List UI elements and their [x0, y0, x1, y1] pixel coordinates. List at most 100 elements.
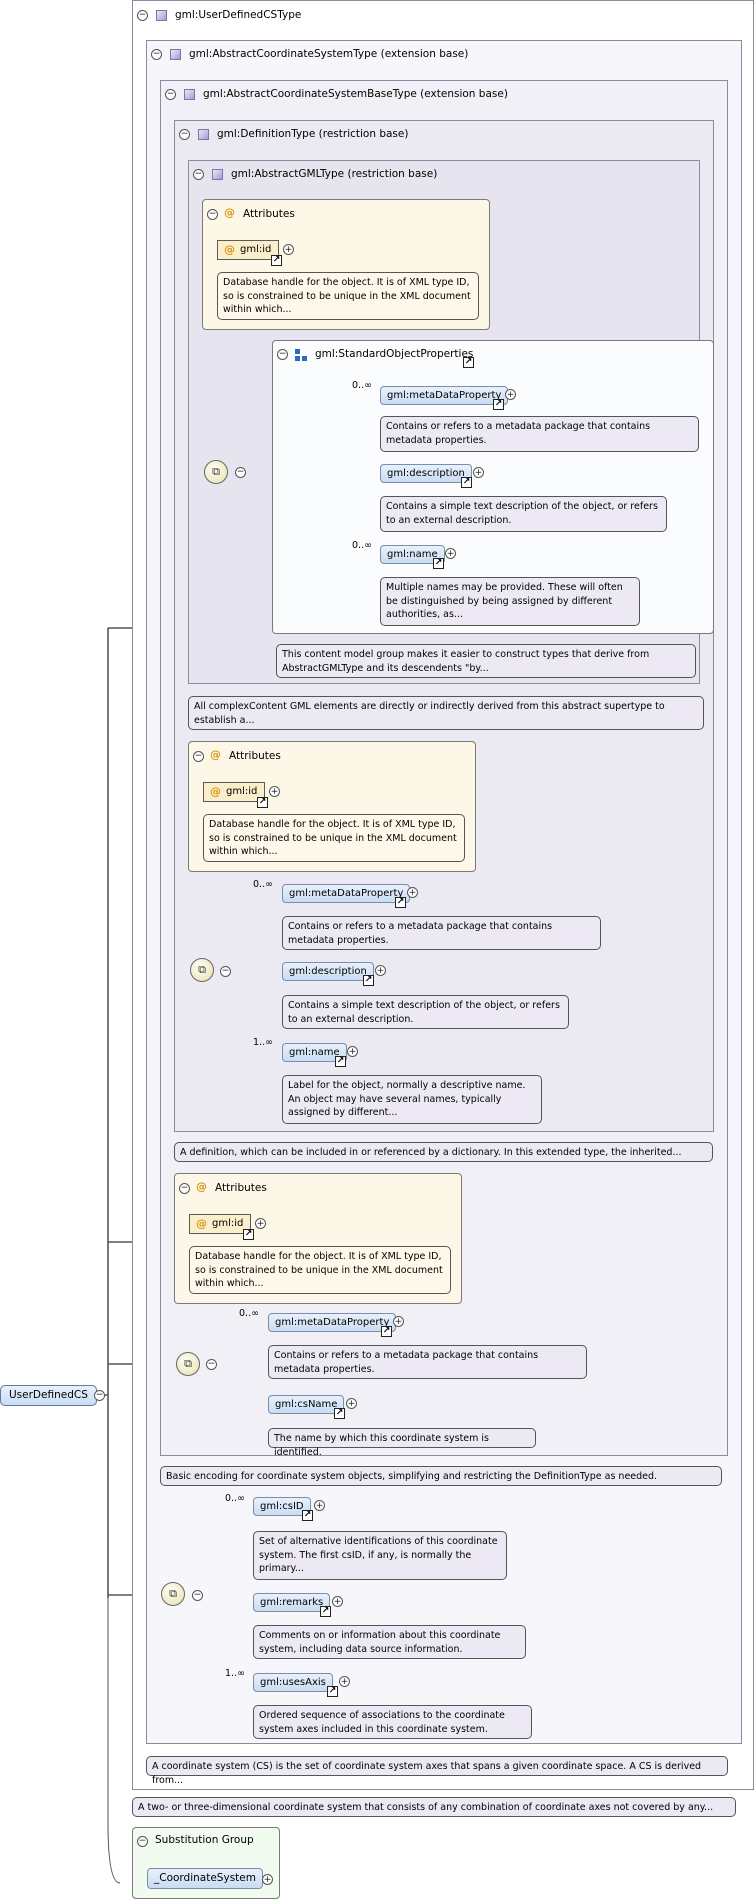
- collapse-icon[interactable]: −: [192, 1590, 203, 1601]
- element-cs-name[interactable]: gml:csName: [268, 1395, 345, 1414]
- element-description[interactable]: gml:description: [380, 464, 472, 483]
- expand-icon[interactable]: +: [339, 1676, 350, 1687]
- attribute-name: gml:id: [226, 786, 258, 797]
- annotation-metadata-property: Contains or refers to a metadata package…: [282, 916, 601, 950]
- annotation-cs-id: Set of alternative identifications of th…: [253, 1531, 507, 1580]
- collapse-icon[interactable]: −: [277, 349, 288, 360]
- element-uses-axis[interactable]: gml:usesAxis: [253, 1673, 333, 1692]
- collapse-icon[interactable]: −: [207, 209, 218, 220]
- type-title: gml:DefinitionType (restriction base): [217, 128, 409, 140]
- element-metadata-property[interactable]: gml:metaDataProperty: [282, 884, 411, 903]
- collapse-icon[interactable]: −: [206, 1359, 217, 1370]
- reference-arrow-icon[interactable]: ↗: [320, 1606, 331, 1617]
- cardinality-label: 0..∞: [352, 540, 372, 551]
- element-metadata-property[interactable]: gml:metaDataProperty: [380, 386, 509, 405]
- annotation-gml-id: Database handle for the object. It is of…: [203, 814, 465, 862]
- annotation-description: Contains a simple text description of th…: [380, 496, 667, 532]
- attribute-icon: @: [196, 1217, 207, 1230]
- complex-type-icon: [156, 10, 167, 21]
- cardinality-label: 0..∞: [225, 1493, 245, 1504]
- reference-arrow-icon[interactable]: ↗: [463, 357, 474, 368]
- collapse-icon[interactable]: −: [94, 1390, 105, 1401]
- reference-arrow-icon[interactable]: ↗: [334, 1408, 345, 1419]
- annotation-description: Contains a simple text description of th…: [282, 995, 569, 1029]
- expand-icon[interactable]: +: [375, 965, 386, 976]
- collapse-icon[interactable]: −: [193, 751, 204, 762]
- group-icon: [295, 349, 307, 361]
- attributes-box-abstract-gml: − @ Attributes @ gml:id ↗ + Database han…: [202, 199, 490, 330]
- annotation-abstract-gml: All complexContent GML elements are dire…: [188, 696, 704, 730]
- type-title: gml:AbstractCoordinateSystemBaseType (ex…: [203, 88, 508, 100]
- collapse-icon[interactable]: −: [165, 89, 176, 100]
- collapse-icon[interactable]: −: [193, 169, 204, 180]
- expand-icon[interactable]: +: [473, 467, 484, 478]
- attributes-title: Attributes: [243, 208, 295, 220]
- collapse-icon[interactable]: −: [179, 1183, 190, 1194]
- expand-icon[interactable]: +: [255, 1218, 266, 1229]
- collapse-icon[interactable]: −: [137, 10, 148, 21]
- cardinality-label: 1..∞: [225, 1668, 245, 1679]
- reference-arrow-icon[interactable]: ↗: [461, 477, 472, 488]
- annotation-user-defined: A two- or three-dimensional coordinate s…: [132, 1797, 736, 1817]
- attribute-icon: @: [210, 785, 221, 798]
- expand-icon[interactable]: +: [283, 244, 294, 255]
- substitution-group-box: − Substitution Group _CoordinateSystem +: [132, 1827, 280, 1899]
- annotation-metadata-property: Contains or refers to a metadata package…: [268, 1345, 587, 1379]
- expand-icon[interactable]: +: [262, 1874, 273, 1885]
- reference-arrow-icon[interactable]: ↗: [302, 1510, 313, 1521]
- reference-arrow-icon[interactable]: ↗: [493, 399, 504, 410]
- collapse-icon[interactable]: −: [179, 129, 190, 140]
- element-description[interactable]: gml:description: [282, 962, 374, 981]
- expand-icon[interactable]: +: [407, 887, 418, 898]
- attribute-icon: @: [210, 748, 221, 761]
- expand-icon[interactable]: +: [332, 1596, 343, 1607]
- reference-arrow-icon[interactable]: ↗: [257, 797, 268, 808]
- collapse-icon[interactable]: −: [235, 467, 246, 478]
- line-root-subst: [107, 628, 121, 1884]
- collapse-icon[interactable]: −: [137, 1836, 148, 1847]
- sequence-icon: ⧉: [176, 1352, 200, 1376]
- reference-arrow-icon[interactable]: ↗: [335, 1056, 346, 1067]
- attributes-box-base: − @ Attributes @ gml:id ↗ + Database han…: [174, 1173, 462, 1304]
- reference-arrow-icon[interactable]: ↗: [363, 975, 374, 986]
- element-remarks[interactable]: gml:remarks: [253, 1593, 331, 1612]
- annotation-uses-axis: Ordered sequence of associations to the …: [253, 1705, 532, 1739]
- expand-icon[interactable]: +: [505, 389, 516, 400]
- annotation-base: Basic encoding for coordinate system obj…: [160, 1466, 722, 1486]
- attribute-icon: @: [196, 1180, 207, 1193]
- sequence-icon: ⧉: [161, 1582, 185, 1606]
- attribute-gml-id[interactable]: @ gml:id: [189, 1214, 251, 1234]
- root-element[interactable]: UserDefinedCS: [0, 1385, 97, 1406]
- type-title: gml:UserDefinedCSType: [175, 9, 302, 21]
- cardinality-label: 0..∞: [239, 1308, 259, 1319]
- collapse-icon[interactable]: −: [151, 49, 162, 60]
- expand-icon[interactable]: +: [269, 786, 280, 797]
- reference-arrow-icon[interactable]: ↗: [243, 1229, 254, 1240]
- reference-arrow-icon[interactable]: ↗: [433, 558, 444, 569]
- collapse-icon[interactable]: −: [220, 966, 231, 977]
- attribute-name: gml:id: [212, 1218, 244, 1229]
- reference-arrow-icon[interactable]: ↗: [381, 1326, 392, 1337]
- complex-type-icon: [198, 129, 209, 140]
- annotation-gml-id: Database handle for the object. It is of…: [189, 1246, 451, 1294]
- substitution-group-title: Substitution Group: [155, 1834, 254, 1846]
- element-cs-id[interactable]: gml:csID: [253, 1497, 311, 1516]
- expand-icon[interactable]: +: [347, 1046, 358, 1057]
- reference-arrow-icon[interactable]: ↗: [395, 897, 406, 908]
- expand-icon[interactable]: +: [445, 548, 456, 559]
- expand-icon[interactable]: +: [314, 1500, 325, 1511]
- complex-type-icon: [170, 49, 181, 60]
- attribute-gml-id[interactable]: @ gml:id: [217, 240, 279, 260]
- element-metadata-property[interactable]: gml:metaDataProperty: [268, 1313, 397, 1332]
- attributes-title: Attributes: [229, 750, 281, 762]
- reference-arrow-icon[interactable]: ↗: [271, 255, 282, 266]
- substitution-member[interactable]: _CoordinateSystem: [147, 1868, 263, 1889]
- expand-icon[interactable]: +: [393, 1316, 404, 1327]
- attribute-gml-id[interactable]: @ gml:id: [203, 782, 265, 802]
- reference-arrow-icon[interactable]: ↗: [327, 1686, 338, 1697]
- element-name[interactable]: gml:name: [282, 1043, 347, 1062]
- cardinality-label: 0..∞: [253, 879, 273, 890]
- annotation-definition: A definition, which can be included in o…: [174, 1142, 713, 1162]
- element-name[interactable]: gml:name: [380, 545, 445, 564]
- expand-icon[interactable]: +: [346, 1398, 357, 1409]
